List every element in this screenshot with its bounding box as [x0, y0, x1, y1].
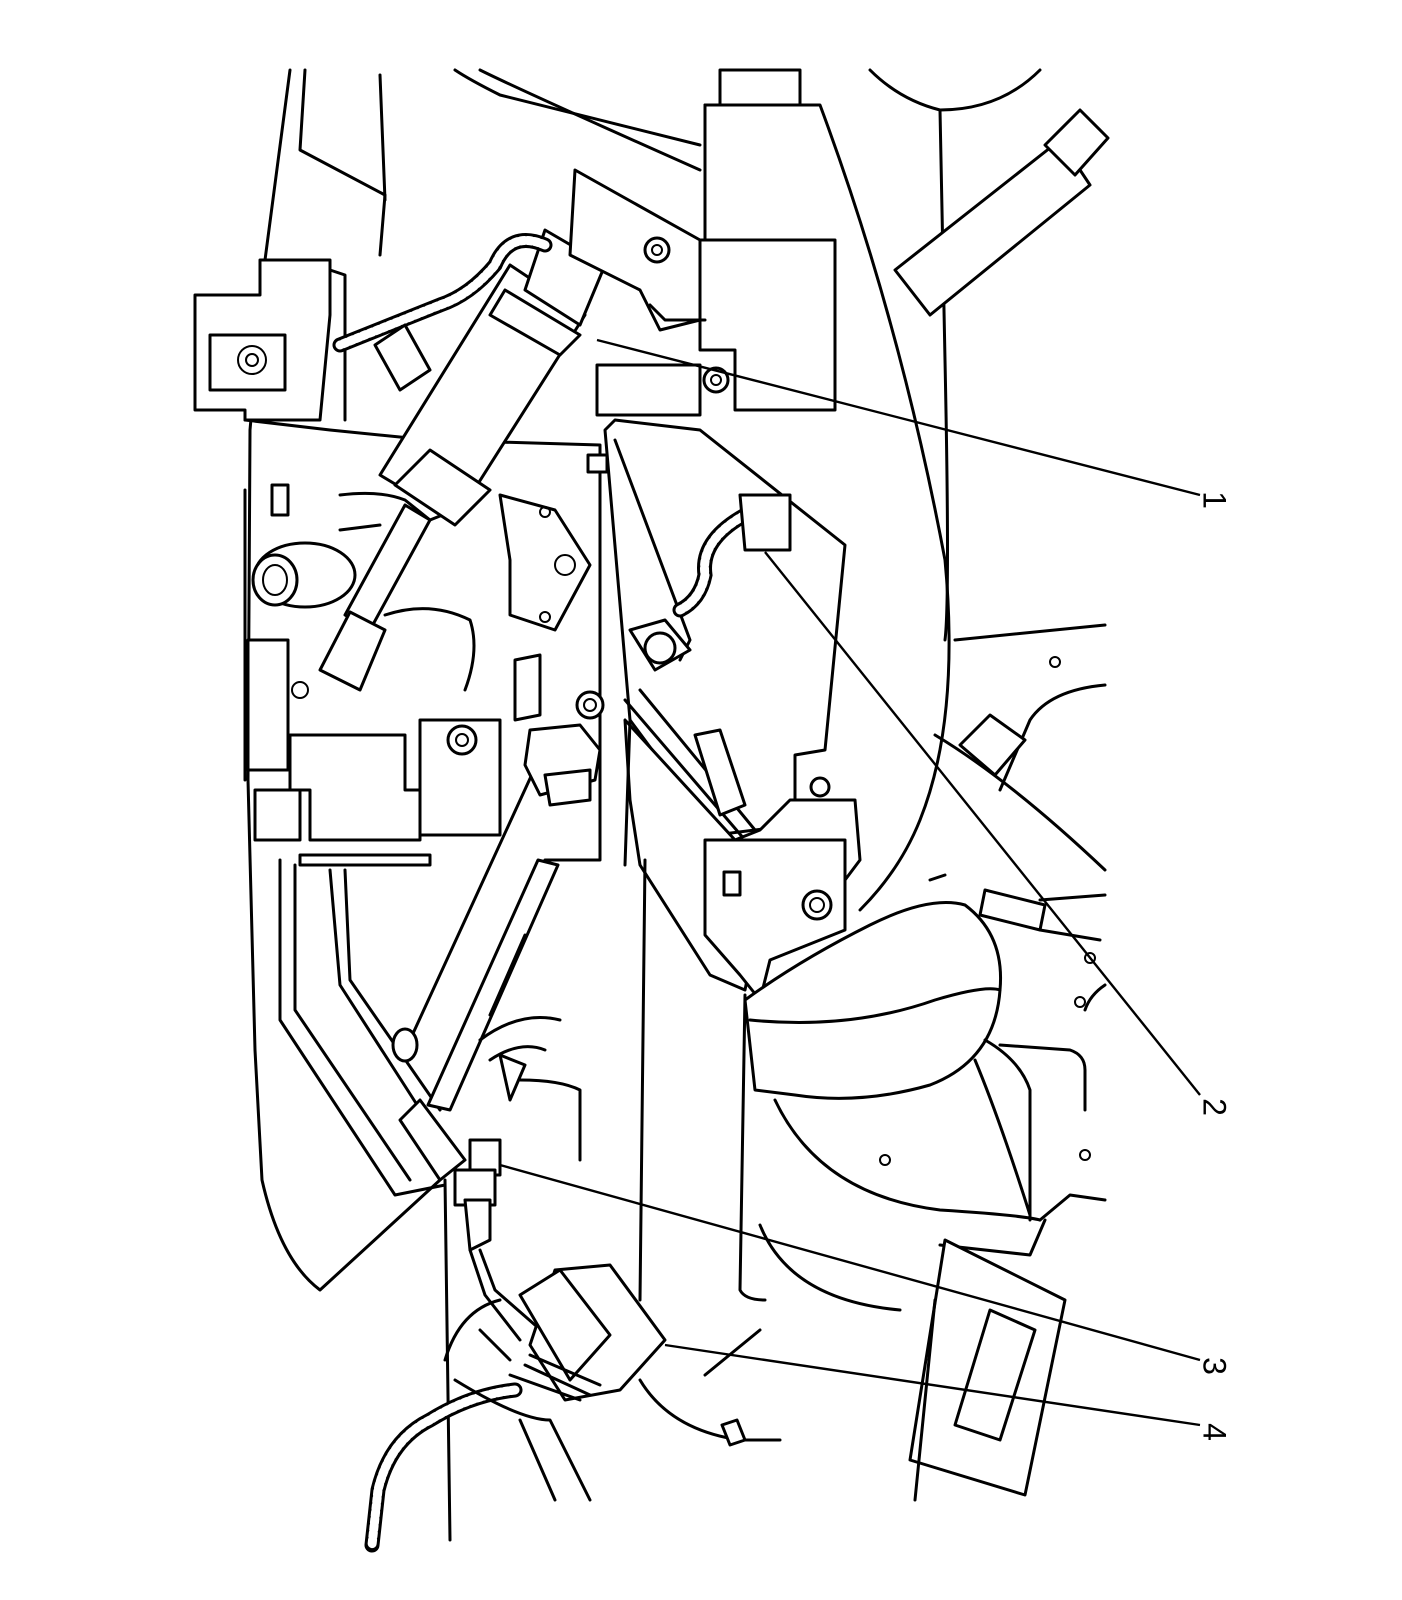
callout-2: 2 — [1197, 1098, 1233, 1116]
lever-arm — [603, 418, 847, 842]
switch-assembly — [568, 168, 837, 417]
actuator-cylinder — [318, 228, 607, 692]
mounting-bracket — [193, 258, 609, 782]
leader-line-1 — [596, 338, 1201, 497]
callout-3: 3 — [1197, 1357, 1233, 1375]
lower-structure — [253, 718, 767, 1542]
callout-leaders — [499, 338, 1201, 1427]
leader-line-3 — [499, 1163, 1201, 1362]
leader-line-4 — [664, 1343, 1201, 1427]
callout-4: 4 — [1197, 1423, 1233, 1441]
leader-line-2 — [764, 551, 1201, 1096]
body-structure — [246, 68, 1110, 1502]
callout-labels: 1 2 3 4 — [1197, 491, 1233, 1441]
column-cover — [623, 718, 1102, 1222]
callout-1: 1 — [1197, 491, 1233, 509]
harness-connector — [364, 1138, 782, 1553]
